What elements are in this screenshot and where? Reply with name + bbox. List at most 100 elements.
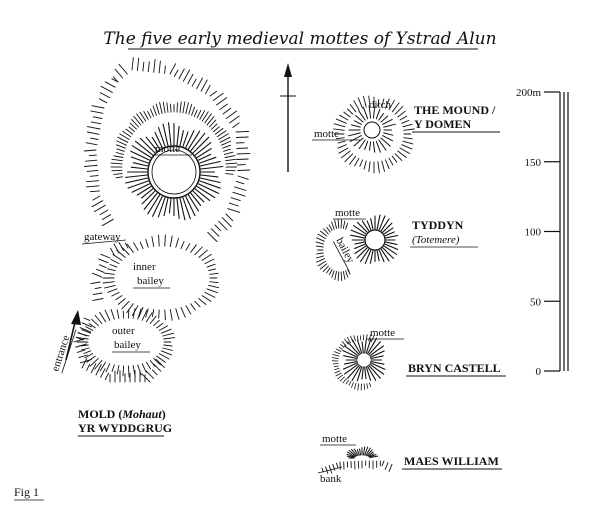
hachure-stroke (225, 173, 234, 175)
hachure-stroke (131, 183, 151, 193)
hachure-stroke (159, 102, 163, 114)
hachure-stroke (369, 141, 372, 151)
hachure-stroke (170, 103, 172, 113)
hachure-stroke (369, 363, 385, 375)
hachure-stroke (145, 308, 149, 318)
hachure-stroke (381, 460, 385, 467)
hachure-stroke (122, 130, 132, 138)
hachure-stroke (223, 148, 231, 152)
mold-label-entrance: entrance (49, 334, 72, 373)
hachure-stroke (117, 136, 129, 143)
hachure-stroke (100, 368, 106, 378)
hachure-stroke (369, 362, 386, 370)
hachure-stroke (127, 365, 130, 378)
hachure-stroke (197, 153, 212, 161)
hachure-stroke (99, 92, 111, 99)
hachure-stroke (98, 98, 108, 104)
hachure-stroke (141, 373, 151, 383)
hachure-stroke (397, 110, 406, 118)
hachure-stroke (237, 175, 249, 180)
hachure-stroke (200, 165, 224, 170)
figure-title: The five early medieval mottes of Ystrad… (103, 29, 496, 49)
hachure-stroke (134, 140, 154, 156)
hachure-stroke (199, 110, 206, 120)
hachure-stroke (167, 122, 172, 146)
hachure-stroke (334, 271, 337, 281)
hachure-stroke (151, 236, 155, 247)
hachure-stroke (350, 124, 361, 128)
hachure-stroke (341, 341, 347, 347)
hachure-stroke (383, 123, 396, 128)
hachure-stroke (351, 339, 362, 355)
hachure-stroke (190, 132, 206, 152)
tyddyn-motte-summit (364, 229, 386, 251)
hachure-stroke (384, 231, 395, 237)
hachure-stroke (349, 135, 362, 142)
hachure-stroke (353, 100, 360, 111)
hachure-stroke (385, 234, 399, 239)
hachure-stroke (356, 339, 363, 354)
hachure-stroke (236, 152, 251, 155)
mold-label-inner: inner (133, 261, 156, 273)
hachure-stroke (235, 180, 245, 185)
hachure-stroke (356, 247, 368, 259)
hachure-stroke (342, 378, 347, 384)
hachure-stroke (339, 376, 345, 382)
hachure-stroke (126, 243, 134, 253)
hachure-stroke (137, 308, 142, 320)
hachure-stroke (403, 128, 415, 131)
hachure-stroke (168, 198, 172, 214)
hachure-stroke (364, 366, 367, 380)
hachure-stroke (91, 105, 105, 109)
hachure-stroke (127, 180, 150, 189)
hachure-stroke (92, 292, 103, 296)
hachure-stroke (388, 99, 395, 111)
hachure-stroke (153, 59, 156, 73)
hachure-stroke (110, 162, 123, 165)
hachure-stroke (156, 355, 166, 363)
hachure-stroke (157, 127, 166, 148)
hachure-stroke (149, 108, 155, 117)
hachure-stroke (98, 258, 109, 264)
hachure-stroke (354, 241, 365, 245)
hachure-stroke (145, 370, 155, 379)
hachure-stroke (163, 344, 173, 347)
hachure-stroke (356, 335, 359, 341)
hachure-stroke (209, 90, 218, 97)
hachure-stroke (126, 303, 134, 314)
hachure-stroke (130, 150, 151, 161)
hachure-stroke (361, 341, 364, 354)
the-mound-label-motte: motte (314, 128, 339, 140)
hachure-stroke (337, 271, 340, 282)
hachure-stroke (363, 383, 366, 390)
hachure-stroke (164, 65, 166, 74)
the-mound-name: THE MOUND / (414, 103, 496, 117)
hachure-stroke (317, 260, 326, 267)
hachure-stroke (100, 253, 111, 259)
hachure-stroke (182, 69, 191, 82)
hachure-stroke (315, 255, 325, 259)
hachure-stroke (346, 453, 355, 458)
hachure-stroke (149, 360, 156, 367)
hachure-stroke (214, 128, 224, 135)
hachure-stroke (378, 215, 386, 231)
hachure-stroke (162, 101, 166, 114)
tyddyn-alt-name: (Totemere) (412, 234, 460, 246)
hachure-stroke (369, 454, 377, 458)
hachure-stroke (401, 119, 410, 124)
hachure-stroke (115, 144, 126, 149)
hachure-stroke (349, 155, 357, 165)
hachure-stroke (154, 131, 163, 149)
hachure-stroke (139, 137, 156, 154)
hachure-stroke (151, 309, 155, 317)
hachure-stroke (200, 174, 219, 178)
hachure-stroke (86, 363, 91, 371)
hachure-stroke (380, 137, 391, 147)
hachure-stroke (188, 104, 193, 115)
hachure-stroke (357, 97, 363, 109)
hachure-stroke (315, 241, 325, 245)
hachure-stroke (139, 241, 144, 250)
hachure-stroke (388, 157, 394, 166)
hachure-stroke (211, 123, 218, 130)
hachure-stroke (206, 116, 215, 126)
